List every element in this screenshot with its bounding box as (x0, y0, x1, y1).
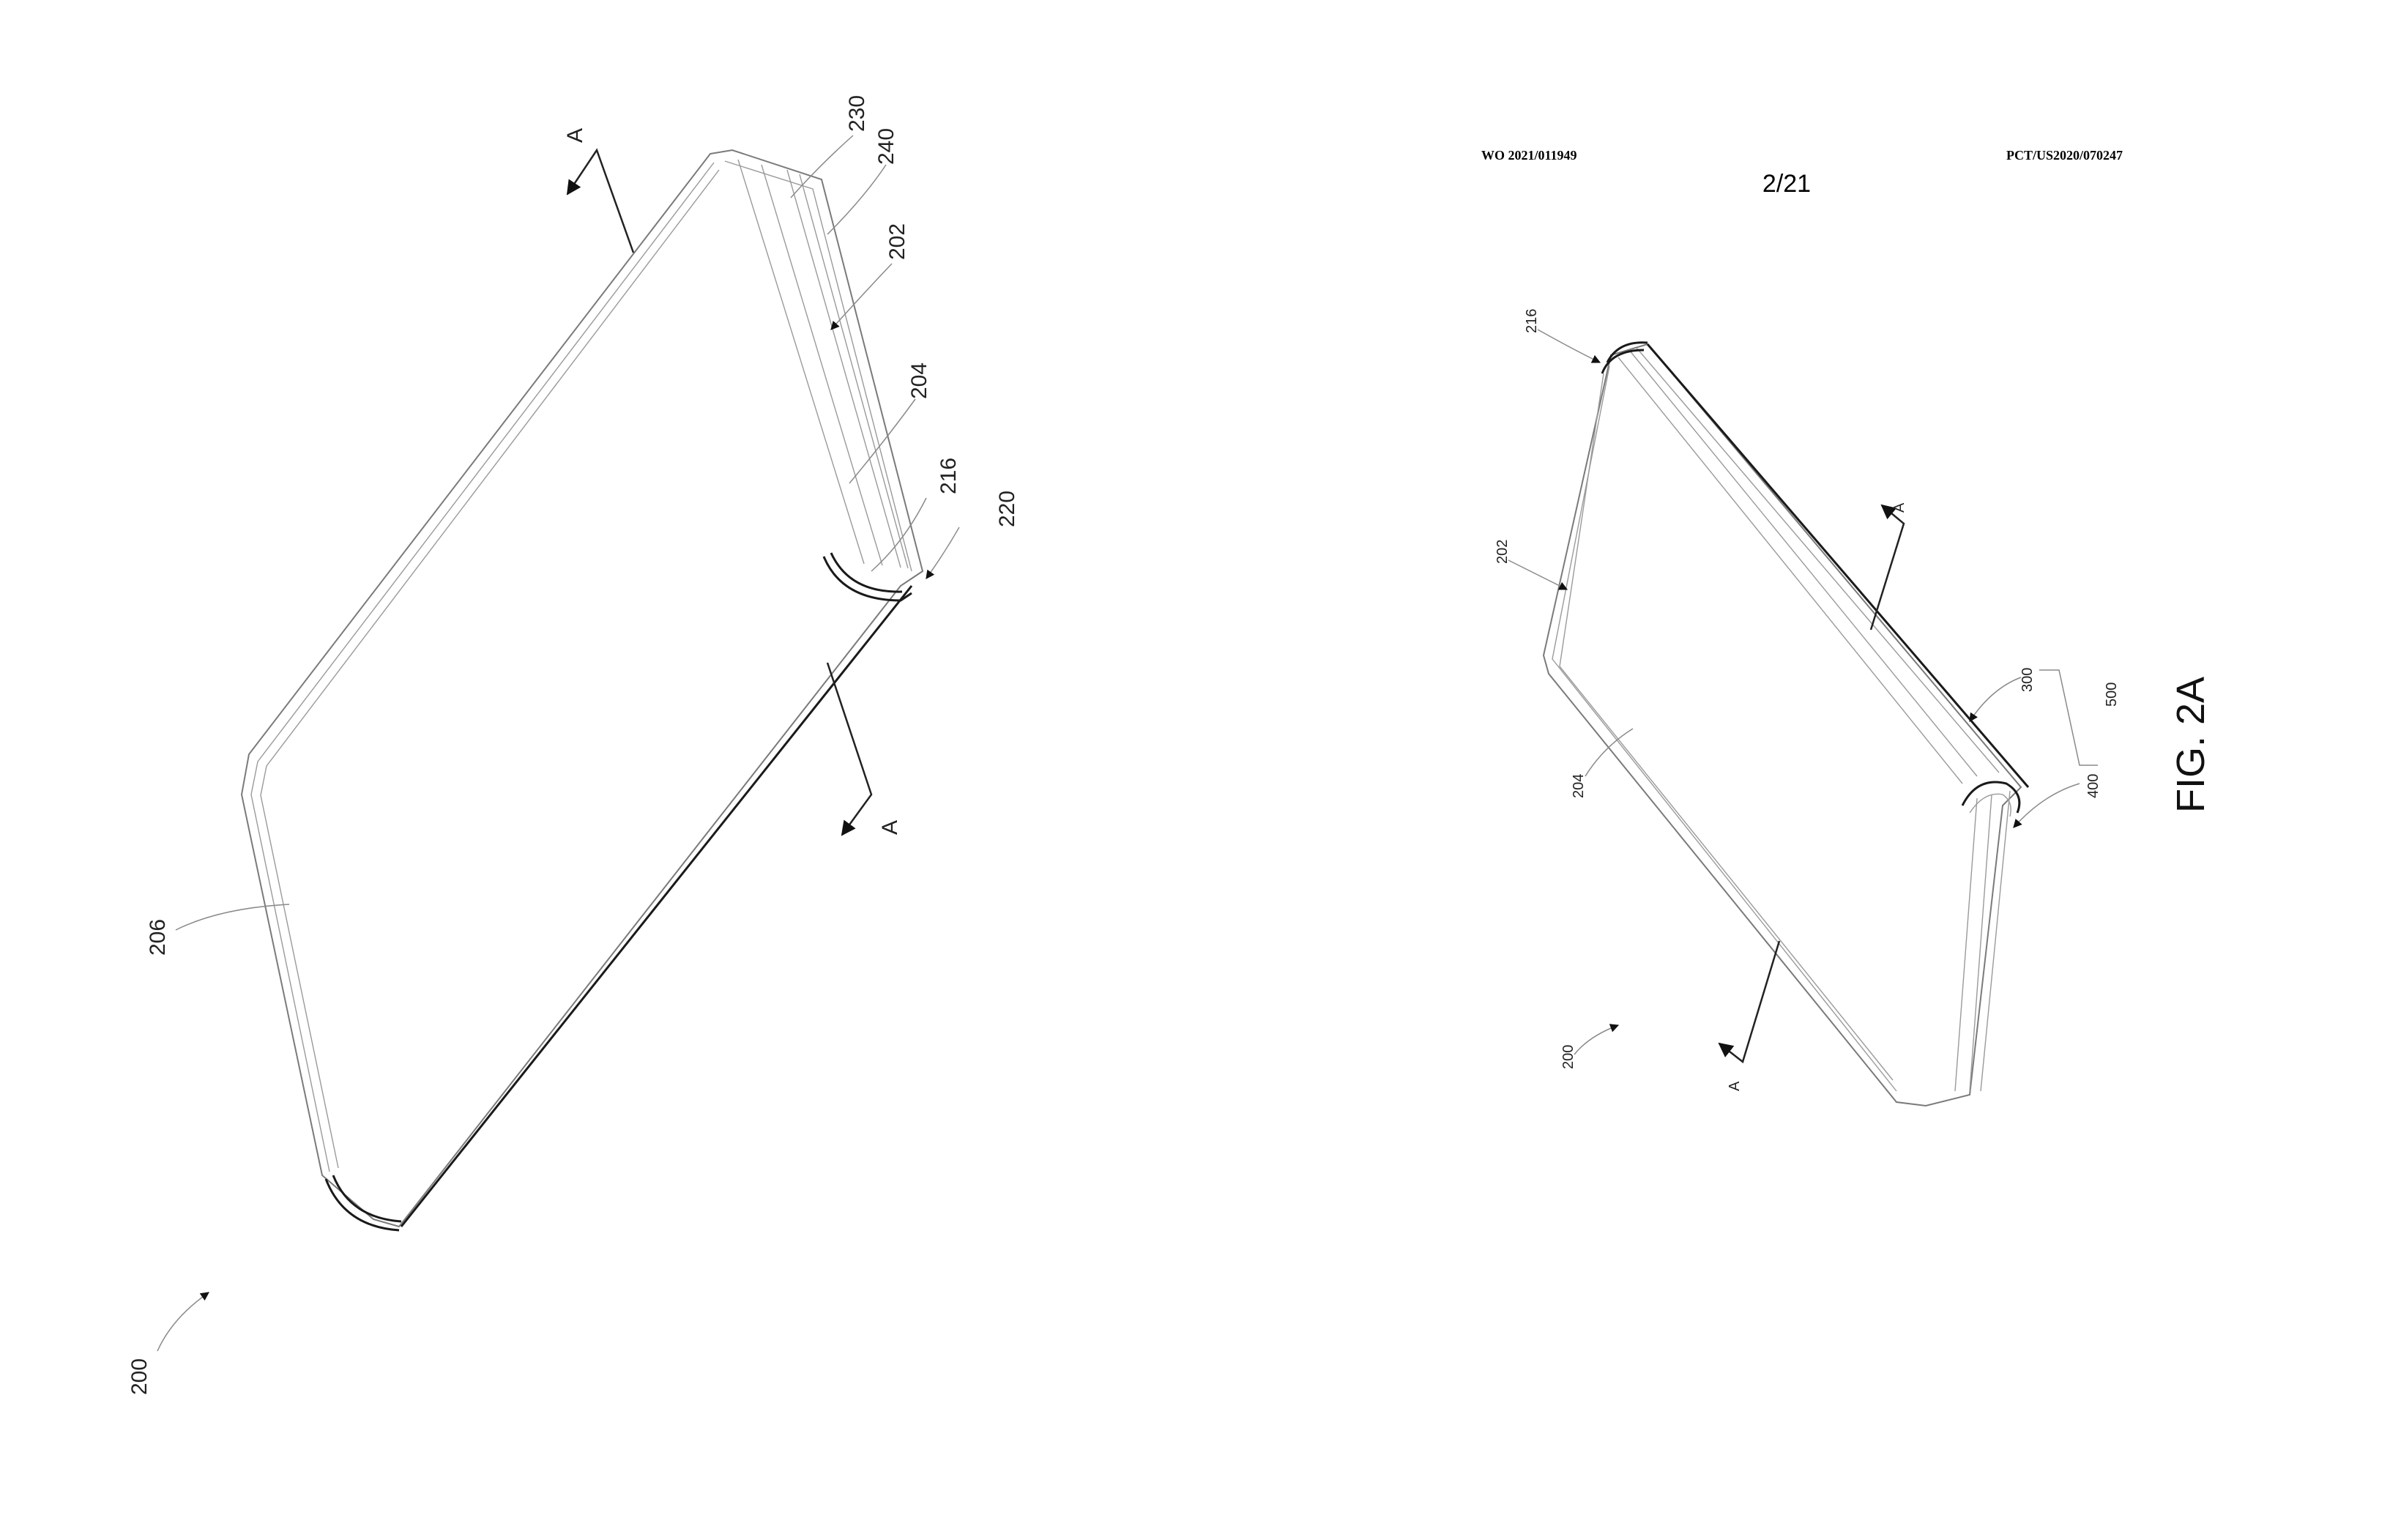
right-ref-300: 300 (2019, 668, 2036, 692)
right-ref-400: 400 (2085, 774, 2102, 798)
right-ref-500: 500 (2104, 682, 2120, 707)
left-section-line (566, 148, 873, 836)
left-ref-202: 202 (885, 223, 909, 260)
right-ref-204: 204 (1571, 774, 1587, 798)
left-ref-206: 206 (146, 919, 170, 956)
left-section-label-bottom: A (878, 820, 902, 835)
left-ref-230: 230 (845, 95, 869, 132)
left-ref-240: 240 (874, 128, 898, 165)
right-section-label-bottom: A (1727, 1081, 1743, 1091)
left-ref-220: 220 (995, 491, 1019, 527)
left-ref-216: 216 (937, 458, 961, 494)
left-device-drawing (240, 149, 924, 1232)
figure-label: FIG. 2A (2169, 677, 2213, 813)
right-section-line (1718, 504, 1905, 1064)
left-section-label-top: A (563, 128, 587, 143)
publication-number: WO 2021/011949 (1481, 148, 1577, 163)
right-device-drawing (1542, 341, 2030, 1107)
left-ref-200: 200 (127, 1358, 152, 1395)
right-section-label-top: A (1891, 502, 1907, 513)
right-ref-216: 216 (1524, 309, 1540, 333)
sheet-number: 2/21 (1762, 170, 1811, 198)
left-ref-204: 204 (907, 362, 931, 399)
application-number: PCT/US2020/070247 (2006, 148, 2123, 163)
right-ref-200: 200 (1560, 1045, 1576, 1069)
right-ref-202: 202 (1494, 540, 1511, 564)
